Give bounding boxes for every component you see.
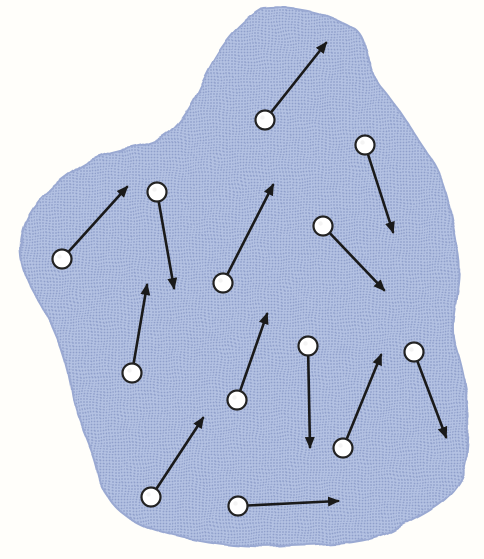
particle-10 [405, 343, 424, 362]
particle-12 [142, 488, 161, 507]
particle-4 [148, 183, 167, 202]
particle-highlight-11 [338, 443, 342, 447]
particle-8 [228, 391, 247, 410]
particle-highlight-6 [318, 221, 322, 225]
particle-3 [53, 250, 72, 269]
particle-highlight-4 [152, 187, 156, 191]
particle-7 [123, 364, 142, 383]
particle-5 [214, 274, 233, 293]
velocity-arrow-9 [308, 356, 310, 448]
particle-highlight-5 [218, 278, 222, 282]
particle-highlight-8 [232, 395, 236, 399]
region-blob [21, 7, 469, 546]
particle-1 [256, 111, 275, 130]
particle-highlight-2 [360, 140, 364, 144]
particle-11 [334, 439, 353, 458]
particle-highlight-10 [409, 347, 413, 351]
particle-highlight-1 [260, 115, 264, 119]
particle-13 [229, 497, 248, 516]
particle-2 [356, 136, 375, 155]
particle-highlight-7 [127, 368, 131, 372]
particle-6 [314, 217, 333, 236]
particle-highlight-12 [146, 492, 150, 496]
particle-highlight-13 [233, 501, 237, 505]
particle-9 [299, 337, 318, 356]
particle-highlight-9 [303, 341, 307, 345]
particle-highlight-3 [57, 254, 61, 258]
